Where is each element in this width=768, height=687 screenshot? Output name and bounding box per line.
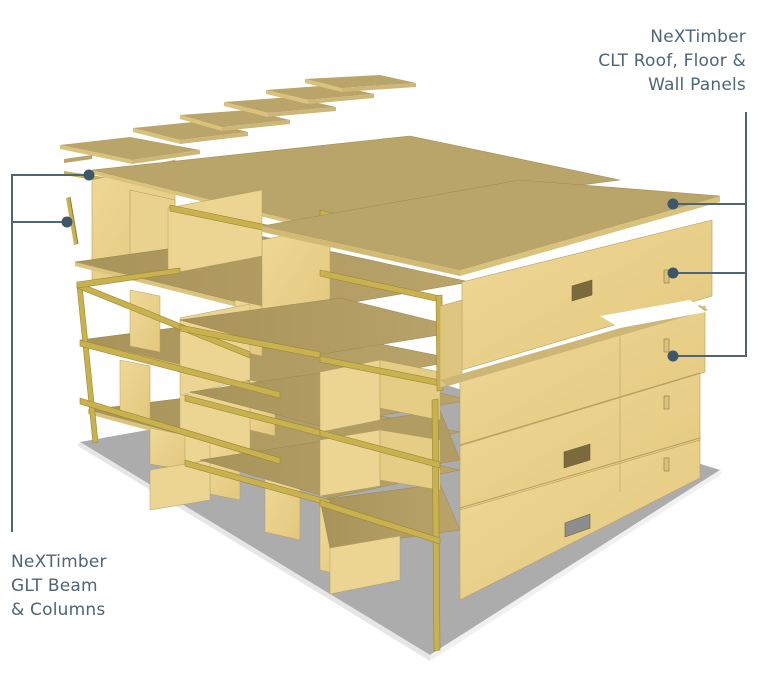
glt-label-line-3: & Columns [11, 600, 106, 620]
clt-label-line-3: Wall Panels [648, 75, 746, 95]
clt-roof-callout-dot [667, 198, 679, 210]
left-wing-structure [74, 135, 621, 595]
clt-label-line-1: NeXTimber [650, 27, 746, 47]
roof-panel [305, 75, 416, 92]
glt-column-callout-dot [61, 216, 73, 228]
glt-label-line-1: NeXTimber [11, 552, 107, 572]
clt-panels-label: NeXTimber CLT Roof, Floor & Wall Panels [598, 25, 746, 97]
glt-frame [76, 204, 444, 652]
glt-callout-leader [11, 174, 89, 532]
right-wing-clt [261, 179, 721, 601]
clt-label-line-2: CLT Roof, Floor & [598, 51, 746, 71]
clt-lower-wall-callout-dot [667, 350, 679, 362]
floating-roof-panels [60, 75, 416, 164]
glt-beam-callout-dot [83, 169, 95, 181]
clt-callout-leader [673, 112, 747, 357]
glt-label-line-2: GLT Beam [11, 576, 98, 596]
glt-beams-label: NeXTimber GLT Beam & Columns [11, 550, 107, 622]
clt-upper-wall-callout-dot [667, 267, 679, 279]
roof-panel [60, 137, 200, 164]
